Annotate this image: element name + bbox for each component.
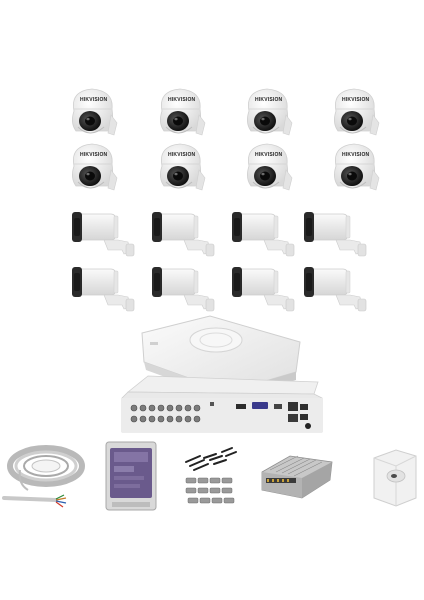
junction-box-icon <box>373 449 417 507</box>
dome-camera-row-2: HIKVISION HIKVISION HIKVISION HIKVISION <box>71 143 380 191</box>
cable-coil-icon <box>2 445 85 508</box>
dome-camera-icon: HIKVISION <box>333 88 380 136</box>
bullet-camera-row-2 <box>71 266 367 312</box>
svg-text:HIKVISION: HIKVISION <box>168 152 196 158</box>
bullet-camera-icon <box>231 266 295 312</box>
dome-camera-icon: HIKVISION <box>159 143 206 191</box>
bullet-camera-icon <box>151 211 215 257</box>
hard-disk-icon <box>105 441 157 511</box>
dome-camera-icon: HIKVISION <box>71 143 118 191</box>
dome-camera-icon: HIKVISION <box>71 88 118 136</box>
svg-text:HIKVISION: HIKVISION <box>80 152 108 158</box>
svg-text:HIKVISION: HIKVISION <box>168 97 196 103</box>
svg-text:HIKVISION: HIKVISION <box>342 97 370 103</box>
dvr-recorder-icon <box>121 375 323 433</box>
dome-camera-row-1: HIKVISION HIKVISION HIKVISION HIKVISION <box>71 88 380 136</box>
bullet-camera-icon <box>231 211 295 257</box>
power-supply-icon <box>261 455 333 499</box>
bullet-camera-icon <box>71 211 135 257</box>
bullet-camera-icon <box>71 266 135 312</box>
svg-text:HIKVISION: HIKVISION <box>80 97 108 103</box>
bullet-camera-icon <box>303 266 367 312</box>
dome-camera-icon: HIKVISION <box>333 143 380 191</box>
bullet-camera-icon <box>303 211 367 257</box>
dome-camera-icon: HIKVISION <box>246 143 293 191</box>
bullet-camera-icon <box>151 266 215 312</box>
dome-camera-icon: HIKVISION <box>159 88 206 136</box>
bnc-connector-icon <box>185 447 237 504</box>
svg-text:HIKVISION: HIKVISION <box>255 152 283 158</box>
dome-camera-icon: HIKVISION <box>246 88 293 136</box>
bullet-camera-row-1 <box>71 211 367 257</box>
svg-text:HIKVISION: HIKVISION <box>342 152 370 158</box>
svg-text:HIKVISION: HIKVISION <box>255 97 283 103</box>
